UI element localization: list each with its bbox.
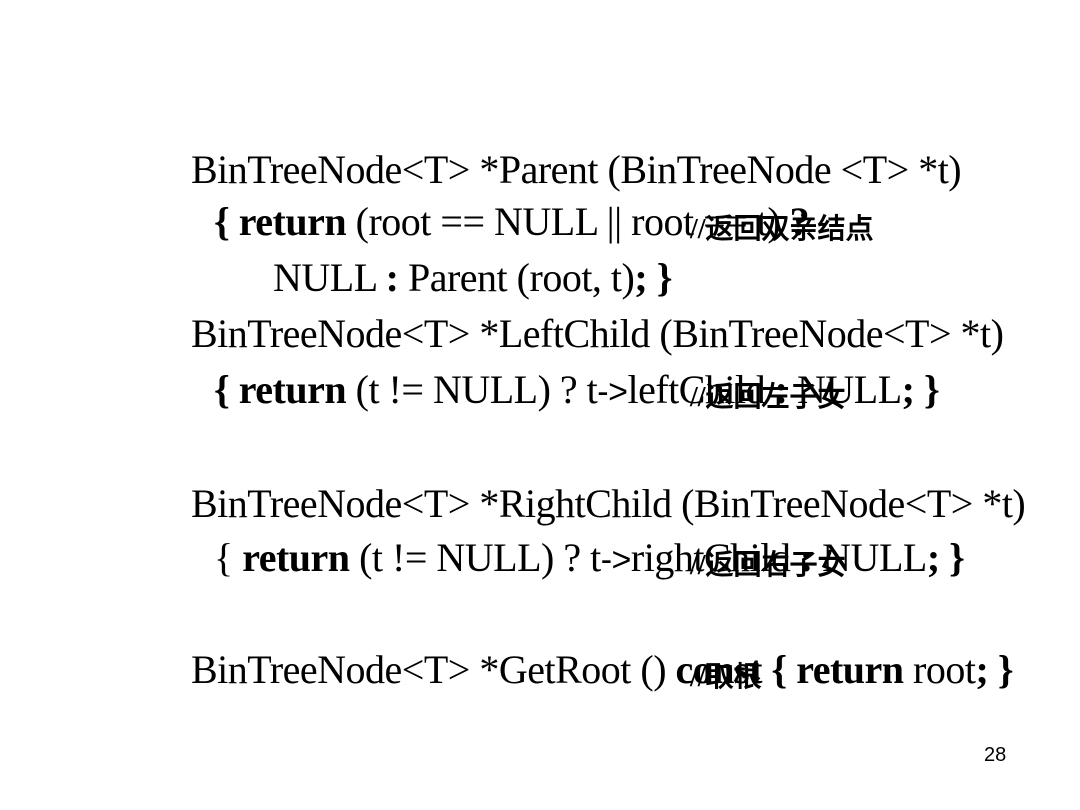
code-text: (t != NULL) ? t xyxy=(349,535,601,580)
code-semicolon: ; xyxy=(634,255,648,300)
code-semicolon: ; xyxy=(901,367,915,412)
code-keyword-return: return xyxy=(238,367,347,412)
code-arrow-operator: -> xyxy=(600,541,632,579)
code-operator: : xyxy=(799,535,813,580)
code-brace: { xyxy=(214,535,243,580)
code-keyword-return: return xyxy=(238,199,347,244)
code-block: BinTreeNode<T> *Parent (BinTreeNode <T> … xyxy=(134,98,1026,693)
code-brace: } xyxy=(647,255,673,300)
code-arrow-operator: -> xyxy=(597,373,628,411)
code-text: (root == NULL || root == t) xyxy=(346,199,790,244)
code-text: (t != NULL) ? t xyxy=(346,367,598,412)
code-keyword-return: return xyxy=(242,535,350,580)
code-text: rightChild xyxy=(630,535,800,580)
code-line-getroot: BinTreeNode<T> *GetRoot () const { retur… xyxy=(134,598,1014,742)
code-text: BinTreeNode<T> *GetRoot () xyxy=(191,647,676,692)
code-text: BinTreeNode<T> *Parent (BinTreeNode <T> … xyxy=(191,147,962,192)
code-text: leftChild xyxy=(627,367,775,412)
code-brace: } xyxy=(988,647,1014,692)
code-comment: //返回双亲结点 xyxy=(690,214,874,245)
code-brace: } xyxy=(914,367,940,412)
code-text: BinTreeNode<T> *LeftChild (BinTreeNode<T… xyxy=(191,311,1004,356)
code-line-rightchild-return: { return (t != NULL) ? t->rightChild : N… xyxy=(157,486,965,632)
code-operator: : xyxy=(774,367,788,412)
code-semicolon: ; xyxy=(926,535,940,580)
code-operator: : xyxy=(385,255,399,300)
code-brace: } xyxy=(939,535,965,580)
code-keyword-return: return xyxy=(796,647,904,692)
code-comment: //返回左子女 xyxy=(690,382,846,413)
page-number: 28 xyxy=(984,744,1007,766)
code-line-leftchild-signature: BinTreeNode<T> *LeftChild (BinTreeNode<T… xyxy=(134,262,1004,406)
code-text: NULL xyxy=(273,255,386,300)
code-brace: { xyxy=(214,199,239,244)
code-line-parent-return: { return (root == NULL || root == t) ? xyxy=(157,150,810,294)
code-text: Parent (root, t) xyxy=(398,255,635,300)
code-line-leftchild-return: { return (t != NULL) ? t->leftChild : NU… xyxy=(157,318,940,464)
code-text: root xyxy=(903,647,976,692)
code-brace: { xyxy=(771,647,787,692)
code-line-rightchild-signature: BinTreeNode<T> *RightChild (BinTreeNode<… xyxy=(134,432,1026,576)
code-text: NULL xyxy=(787,367,902,412)
code-line-parent-signature: BinTreeNode<T> *Parent (BinTreeNode <T> … xyxy=(134,98,962,242)
code-semicolon: ; xyxy=(975,647,989,692)
code-text: BinTreeNode<T> *RightChild (BinTreeNode<… xyxy=(191,481,1026,526)
code-line-parent-expression: NULL : Parent (root, t); } xyxy=(216,206,672,350)
code-text xyxy=(762,647,772,692)
code-comment: //取根 xyxy=(690,662,762,693)
code-text xyxy=(787,647,797,692)
code-brace: { xyxy=(214,367,239,412)
code-text: NULL xyxy=(812,535,927,580)
code-keyword-const: const xyxy=(675,647,763,692)
code-operator: ? xyxy=(789,199,810,244)
code-comment: //返回右子女 xyxy=(690,550,846,581)
